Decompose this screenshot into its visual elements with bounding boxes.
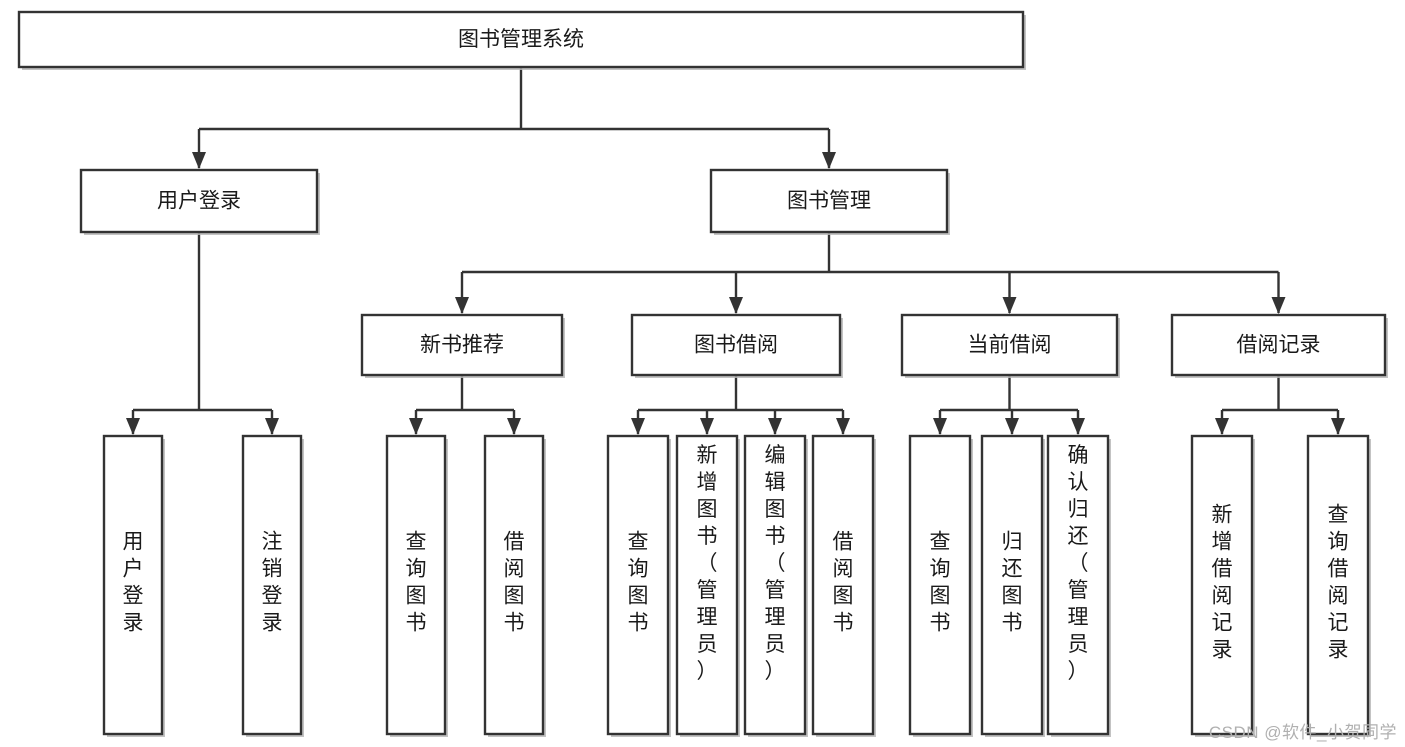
- node-leaf-0[interactable]: 用户登录: [102, 434, 165, 737]
- box-outline: [1190, 434, 1254, 736]
- box-outline: [675, 434, 739, 736]
- box-outline: [241, 434, 303, 736]
- arrow-head-icon: [631, 418, 645, 435]
- node-label: 新书推荐: [420, 334, 504, 357]
- box-outline: [606, 434, 670, 736]
- node-label: 新增借阅记录: [1212, 504, 1233, 662]
- box-outline: [483, 434, 545, 736]
- arrow-head-icon: [126, 418, 140, 435]
- node-level2-3[interactable]: 借阅记录: [1170, 313, 1388, 378]
- node-label: 查询图书: [930, 531, 951, 635]
- box-outline: [900, 313, 1119, 377]
- node-label: 图书管理系统: [458, 28, 584, 51]
- node-label: 注销登录: [262, 531, 283, 635]
- node-leaf-11[interactable]: 新增借阅记录: [1190, 434, 1255, 737]
- box-outline: [908, 434, 972, 736]
- node-leaf-6[interactable]: 编辑图书（管理员）: [743, 434, 808, 737]
- node-label: 查询图书: [628, 531, 649, 635]
- node-label: 当前借阅: [968, 334, 1052, 357]
- edge-layer: [126, 67, 1345, 435]
- arrow-head-icon: [1271, 297, 1286, 314]
- arrow-head-icon: [729, 297, 743, 314]
- node-label: 借阅图书: [504, 531, 525, 635]
- node-label: 图书管理: [787, 190, 871, 213]
- node-label: 图书借阅: [694, 334, 778, 357]
- box-outline: [1306, 434, 1370, 736]
- node-label: 借阅记录: [1237, 334, 1321, 357]
- node-leaf-12[interactable]: 查询借阅记录: [1306, 434, 1371, 737]
- node-level2-1[interactable]: 图书借阅: [630, 313, 843, 378]
- box-outline: [102, 434, 164, 736]
- node-level1-1[interactable]: 图书管理: [709, 168, 950, 235]
- node-label: 新增图书（管理员）: [697, 444, 718, 683]
- node-level2-0[interactable]: 新书推荐: [360, 313, 565, 378]
- node-label: 查询借阅记录: [1328, 504, 1349, 662]
- arrow-head-icon: [1331, 418, 1345, 435]
- box-outline: [811, 434, 875, 736]
- node-label: 确认归还（管理员）: [1068, 444, 1089, 683]
- arrow-head-icon: [822, 152, 836, 169]
- arrow-head-icon: [1002, 297, 1017, 314]
- node-leaf-3[interactable]: 借阅图书: [483, 434, 546, 737]
- box-outline: [1170, 313, 1387, 377]
- box-outline: [17, 10, 1025, 69]
- node-root[interactable]: 图书管理系统: [17, 10, 1026, 70]
- node-leaf-8[interactable]: 查询图书: [908, 434, 973, 737]
- box-outline: [360, 313, 564, 377]
- box-outline: [1046, 434, 1110, 736]
- node-layer: 图书管理系统用户登录图书管理新书推荐图书借阅当前借阅借阅记录用户登录注销登录查询…: [17, 10, 1388, 737]
- arrow-head-icon: [1005, 418, 1019, 435]
- node-leaf-1[interactable]: 注销登录: [241, 434, 304, 737]
- arrow-head-icon: [768, 418, 782, 435]
- node-label: 编辑图书（管理员）: [765, 444, 786, 683]
- box-outline: [980, 434, 1044, 736]
- box-outline: [79, 168, 319, 234]
- node-leaf-9[interactable]: 归还图书: [980, 434, 1045, 737]
- node-leaf-10[interactable]: 确认归还（管理员）: [1046, 434, 1111, 737]
- box-outline: [743, 434, 807, 736]
- arrow-head-icon: [455, 297, 469, 314]
- node-label: 归还图书: [1002, 531, 1023, 635]
- arrow-head-icon: [836, 418, 850, 435]
- node-leaf-4[interactable]: 查询图书: [606, 434, 671, 737]
- node-label: 借阅图书: [833, 531, 854, 635]
- node-level1-0[interactable]: 用户登录: [79, 168, 320, 235]
- arrow-head-icon: [1071, 418, 1085, 435]
- node-label: 查询图书: [406, 531, 427, 635]
- box-outline: [630, 313, 842, 377]
- node-leaf-2[interactable]: 查询图书: [385, 434, 448, 737]
- box-outline: [709, 168, 949, 234]
- node-leaf-7[interactable]: 借阅图书: [811, 434, 876, 737]
- node-leaf-5[interactable]: 新增图书（管理员）: [675, 434, 740, 737]
- node-label: 用户登录: [157, 190, 241, 213]
- arrow-head-icon: [507, 418, 521, 435]
- node-label: 用户登录: [123, 531, 144, 635]
- node-level2-2[interactable]: 当前借阅: [900, 313, 1120, 378]
- arrow-head-icon: [409, 418, 423, 435]
- box-outline: [385, 434, 447, 736]
- arrow-head-icon: [1215, 418, 1229, 435]
- arrow-head-icon: [192, 152, 206, 169]
- arrow-head-icon: [933, 418, 947, 435]
- arrow-head-icon: [700, 418, 714, 435]
- arrow-head-icon: [265, 418, 279, 435]
